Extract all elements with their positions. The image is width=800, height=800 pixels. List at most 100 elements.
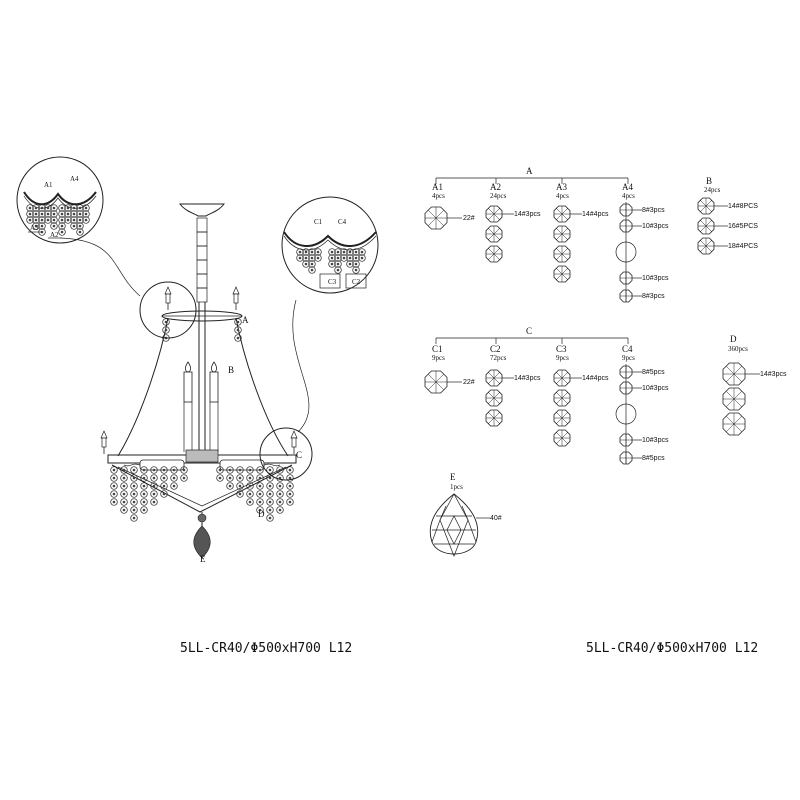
detail-c4: C4 <box>338 218 347 226</box>
curtain-bead <box>130 490 138 498</box>
e-label: E <box>450 472 456 482</box>
detail-a-bead <box>44 216 52 224</box>
c3-crystal-3 <box>553 409 571 427</box>
curtain-bead <box>256 490 264 498</box>
curtain-bead <box>110 474 118 482</box>
d-crystal-2 <box>722 387 746 411</box>
detail-c-bead <box>308 254 316 262</box>
candle-right <box>209 361 219 403</box>
curtain-bead <box>170 474 178 482</box>
detail-c-bead <box>328 254 336 262</box>
detail-a-bead <box>58 204 66 212</box>
d-crystal-3 <box>722 412 746 436</box>
detail-c-bead <box>328 248 336 256</box>
detail-a4: A4 <box>70 175 79 183</box>
detail-c-bead <box>346 260 354 268</box>
detail-c-bead <box>296 254 304 262</box>
curtain-bead <box>246 490 254 498</box>
detail-c-bead <box>340 254 348 262</box>
c4-code-3: 10#3pcs <box>642 437 669 444</box>
c4-qty: 9pcs <box>622 354 635 362</box>
curtain-bead <box>130 514 138 522</box>
c3-qty: 9pcs <box>556 354 569 362</box>
detail-a-bead <box>44 210 52 218</box>
a2-label: A2 <box>490 182 501 192</box>
detail-a-bead <box>58 222 66 230</box>
detail-a2: A2 <box>50 231 59 239</box>
parts-group-a: A A1 4pcs A2 24pcs A3 4pcs A4 4pcs 22# 1… <box>424 166 669 303</box>
a4-label: A4 <box>622 182 633 192</box>
left-sweep-arm <box>117 317 169 457</box>
b-code-1: 14#8PCS <box>728 203 758 210</box>
detail-a-bead <box>58 216 66 224</box>
chandelier-drawing: A B C D E <box>59 203 313 564</box>
detail-a-bead <box>58 210 66 218</box>
magnifier-c-ring <box>259 427 313 481</box>
a4-code-2: 10#3pcs <box>642 223 669 230</box>
a1-qty: 4pcs <box>432 192 445 200</box>
curtain-bead <box>170 482 178 490</box>
model-number-left: 5LL-CR40/Φ500xH700 L12 <box>180 641 352 656</box>
curtain-bead <box>110 466 118 474</box>
curtain-bead <box>130 498 138 506</box>
side-candles <box>123 459 281 471</box>
curtain-bead <box>246 474 254 482</box>
curtain-bead <box>226 482 234 490</box>
c3-code: 14#4pcs <box>582 375 609 382</box>
a3-qty: 4pcs <box>556 192 569 200</box>
detail-c-bead <box>346 248 354 256</box>
b-crystal-2 <box>697 217 715 235</box>
e-pendant-crystal <box>429 493 479 557</box>
detail-c2: C2 <box>352 278 361 286</box>
finial-outer-left <box>100 430 108 455</box>
curtain-bead <box>246 498 254 506</box>
d-qty: 360pcs <box>728 345 748 353</box>
c1-crystal <box>424 370 448 394</box>
d-label: D <box>730 334 737 344</box>
detail-a-bead <box>82 210 90 218</box>
magnifier-a-ring <box>139 281 197 339</box>
model-number-right: 5LL-CR40/Φ500xH700 L12 <box>586 641 758 656</box>
c4-label: C4 <box>622 344 633 354</box>
curtain-bead <box>276 490 284 498</box>
c1-qty: 9pcs <box>432 354 445 362</box>
curtain-bead <box>286 498 294 506</box>
curtain-bead <box>286 490 294 498</box>
detail-c-bead <box>308 266 316 274</box>
c2-crystal-3 <box>485 409 503 427</box>
pendant-e-drawing <box>193 513 211 559</box>
detail-c-bead <box>334 254 342 262</box>
a4-code-3: 10#3pcs <box>642 275 669 282</box>
detail-a-bead <box>70 222 78 230</box>
curtain-bead <box>120 490 128 498</box>
a3-crystal-2 <box>553 225 571 243</box>
a4-code-1: 8#3pcs <box>642 207 665 214</box>
c3-crystal-1 <box>553 369 571 387</box>
detail-c-bead <box>358 254 366 262</box>
curtain-bead <box>140 490 148 498</box>
curtain-bead <box>150 474 158 482</box>
curtain-bead <box>256 482 264 490</box>
a3-crystal-4 <box>553 265 571 283</box>
c4-code-1: 8#5pcs <box>642 369 665 376</box>
curtain-bead <box>266 514 274 522</box>
b-label: B <box>706 176 712 186</box>
b-crystal-3 <box>697 237 715 255</box>
c3-crystal-2 <box>553 389 571 407</box>
group-c-title: C <box>526 326 532 336</box>
detail-a-bead <box>64 204 72 212</box>
a1-code: 22# <box>463 215 475 222</box>
a3-crystal-3 <box>553 245 571 263</box>
lower-v-frame <box>111 464 293 513</box>
curtain-bead <box>180 474 188 482</box>
callout-d: D <box>258 509 265 519</box>
detail-a-bead <box>26 210 34 218</box>
detail-bubble-c: C1 C4 C3 C2 <box>281 196 379 294</box>
detail-a-bead <box>26 204 34 212</box>
detail-a-bead <box>50 222 58 230</box>
detail-c1: C1 <box>314 218 323 226</box>
a3-label: A3 <box>556 182 567 192</box>
detail-a-bead <box>64 216 72 224</box>
detail-a-bead <box>76 210 84 218</box>
